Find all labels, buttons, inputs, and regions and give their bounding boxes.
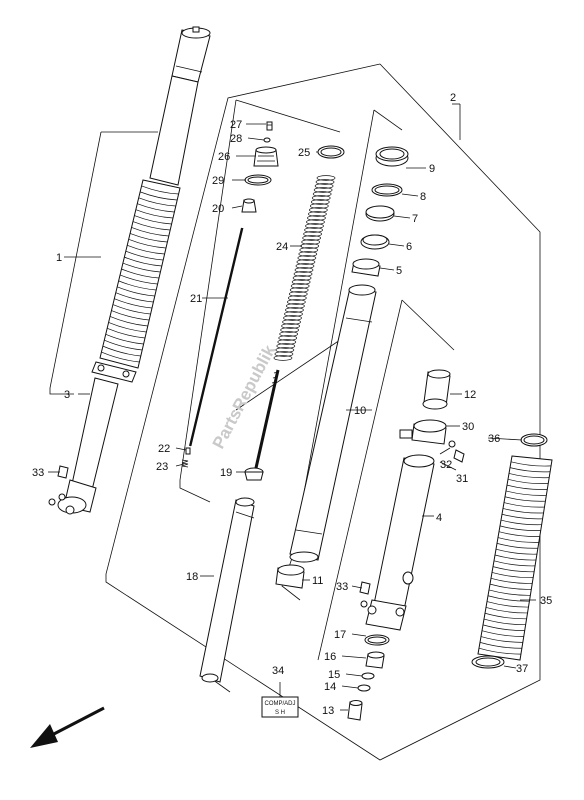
label-part-15: 15 [328,669,340,681]
label-part-14: 14 [324,681,336,693]
watermark: PartsRepublik [209,342,280,452]
label-part-23: 23 [156,461,168,473]
outer-tube-column [347,369,465,721]
label-part-20: 20 [212,203,224,215]
inner-parts-column-a [181,121,345,683]
label-part-8: 8 [420,191,426,203]
label-part-6: 6 [406,241,412,253]
label-part-13: 13 [322,705,334,717]
label-part-17: 17 [334,629,346,641]
label-part-27: 27 [230,119,242,131]
label-part-16: 16 [324,651,336,663]
label-part-11: 11 [312,575,323,587]
label-part-21: 21 [190,293,202,305]
label-part-33-right: 33 [336,581,348,593]
label-part-30: 30 [462,421,474,433]
label-part-1: 1 [56,252,62,264]
label-part-31: 31 [456,473,468,485]
label-part-29: 29 [212,175,224,187]
label-part-19: 19 [220,467,232,479]
label-part-4: 4 [436,512,442,524]
dust-boot-35 [471,433,553,669]
adjuster-tag: COMP/ADJ S H [261,696,299,718]
complete-fork-assembly [48,26,211,515]
label-part-33-left: 33 [32,467,44,479]
label-part-24: 24 [276,241,288,253]
tag-line-1: COMP/ADJ [264,701,295,707]
label-part-3: 3 [64,389,70,401]
label-part-7: 7 [412,213,418,225]
inner-parts-column-b [275,146,409,589]
label-part-28: 28 [230,133,242,145]
label-part-5: 5 [396,265,402,277]
label-part-2: 2 [450,92,456,104]
label-part-9: 9 [429,163,435,175]
label-part-10: 10 [354,405,366,417]
label-part-36: 36 [488,433,500,445]
assembly-outline [49,63,541,761]
label-part-34: 34 [272,665,284,677]
label-part-32: 32 [440,459,452,471]
label-part-25: 25 [298,147,310,159]
part-number-labels: 1 2 3 4 5 6 7 8 9 10 11 12 13 14 15 16 1… [32,92,552,717]
tag-line-2: S H [275,710,285,716]
label-part-22: 22 [158,443,170,455]
bolt-33 [57,465,371,595]
front-direction-arrow [30,706,105,748]
leader-lines [48,103,536,711]
label-part-26: 26 [218,151,230,163]
label-part-18: 18 [186,571,198,583]
label-part-35: 35 [540,595,552,607]
label-part-12: 12 [464,389,476,401]
label-part-37: 37 [516,663,528,675]
